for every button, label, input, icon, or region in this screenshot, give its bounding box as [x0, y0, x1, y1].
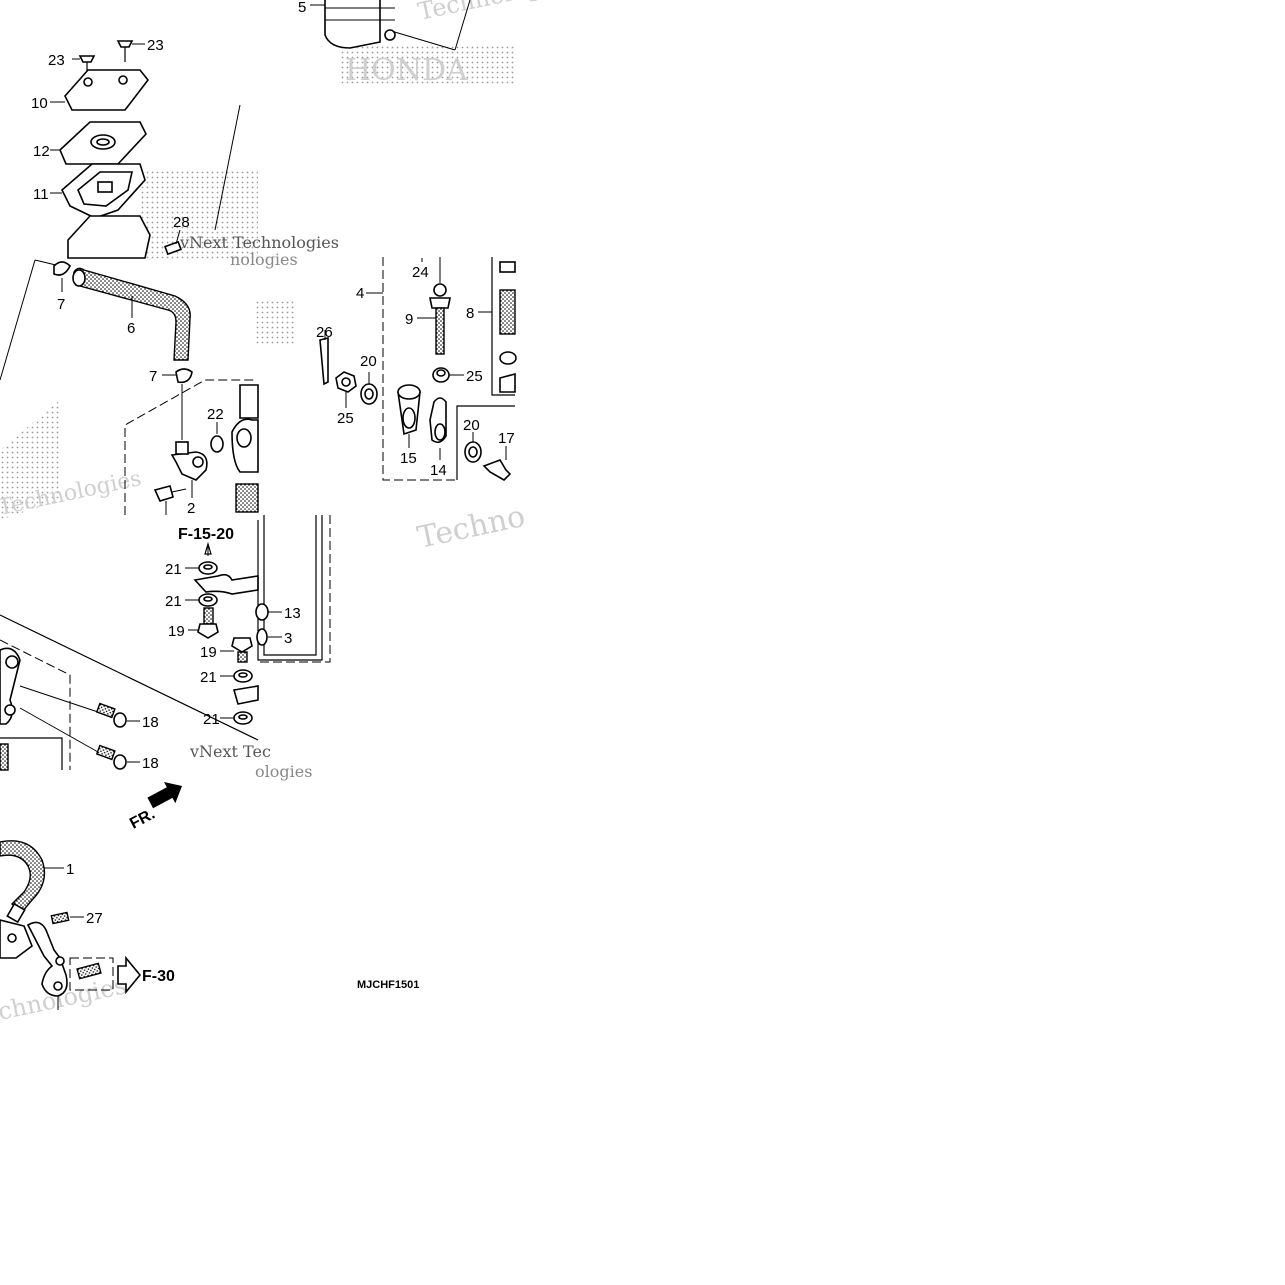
screw-28 [164, 229, 182, 256]
callout-25: 25 [337, 410, 354, 427]
bolt-18-lower [95, 744, 140, 770]
callout-5: 5 [298, 0, 306, 16]
callout-labels: 5 23 23 10 12 11 28 7 6 7 22 2 26 20 25 … [31, 0, 515, 991]
callout-19: 19 [168, 623, 185, 640]
reference-f-30: F-30 [142, 968, 175, 985]
callout-19: 19 [200, 644, 217, 661]
diagram-code: MJCHF1501 [357, 979, 419, 991]
callout-10: 10 [31, 95, 48, 112]
hose-body-group [0, 259, 259, 515]
lower-hose-group [0, 840, 142, 1010]
callout-22: 22 [207, 406, 224, 423]
bolt-18-upper [95, 702, 140, 728]
callout-25: 25 [466, 368, 483, 385]
hose-fitting-group: FR. [0, 515, 331, 833]
callout-8: 8 [466, 305, 474, 322]
callout-2: 2 [187, 500, 195, 517]
callout-4: 4 [356, 285, 364, 302]
callout-12: 12 [33, 143, 50, 160]
callout-21: 21 [203, 711, 220, 728]
callout-7: 7 [149, 368, 157, 385]
screw-23-right [116, 40, 145, 62]
callout-23: 23 [147, 37, 164, 54]
callout-1: 1 [66, 861, 74, 878]
front-direction-arrow [147, 782, 183, 809]
callout-6: 6 [127, 320, 135, 337]
callout-21: 21 [165, 593, 182, 610]
spring-stack-8 [478, 257, 517, 396]
svg-text:Technologies: Technologies [415, 0, 576, 26]
callout-3: 3 [284, 630, 292, 647]
callout-14: 14 [430, 462, 447, 479]
callout-20: 20 [463, 417, 480, 434]
svg-text:ologies: ologies [255, 762, 312, 781]
callout-13: 13 [284, 605, 301, 622]
svg-text:vNext Tec: vNext Tec [189, 742, 271, 761]
callout-27: 27 [86, 910, 103, 927]
callout-21: 21 [200, 669, 217, 686]
callout-18: 18 [142, 714, 159, 731]
callout-17: 17 [498, 430, 515, 447]
callout-26: 26 [316, 324, 333, 341]
callout-21: 21 [165, 561, 182, 578]
callout-28: 28 [173, 214, 190, 231]
callout-11: 11 [33, 186, 49, 203]
callout-7: 7 [57, 296, 65, 313]
piston-bleeder-group [319, 257, 517, 481]
watermark-text: vNext Technologies [179, 233, 339, 252]
callout-9: 9 [405, 311, 413, 328]
front-marker-label: FR. [127, 806, 158, 833]
callout-20: 20 [360, 353, 377, 370]
watermark-honda: HONDA [345, 53, 468, 88]
callout-18: 18 [142, 755, 159, 772]
svg-text:nologies: nologies [230, 250, 298, 269]
screw-23-left [72, 55, 96, 78]
svg-text:Techno: Techno [414, 499, 528, 556]
reservoir-cap-group [50, 0, 471, 259]
callout-15: 15 [400, 450, 417, 467]
callout-23: 23 [48, 52, 65, 69]
callout-24: 24 [412, 264, 429, 281]
reference-f-15-20: F-15-20 [178, 526, 234, 543]
